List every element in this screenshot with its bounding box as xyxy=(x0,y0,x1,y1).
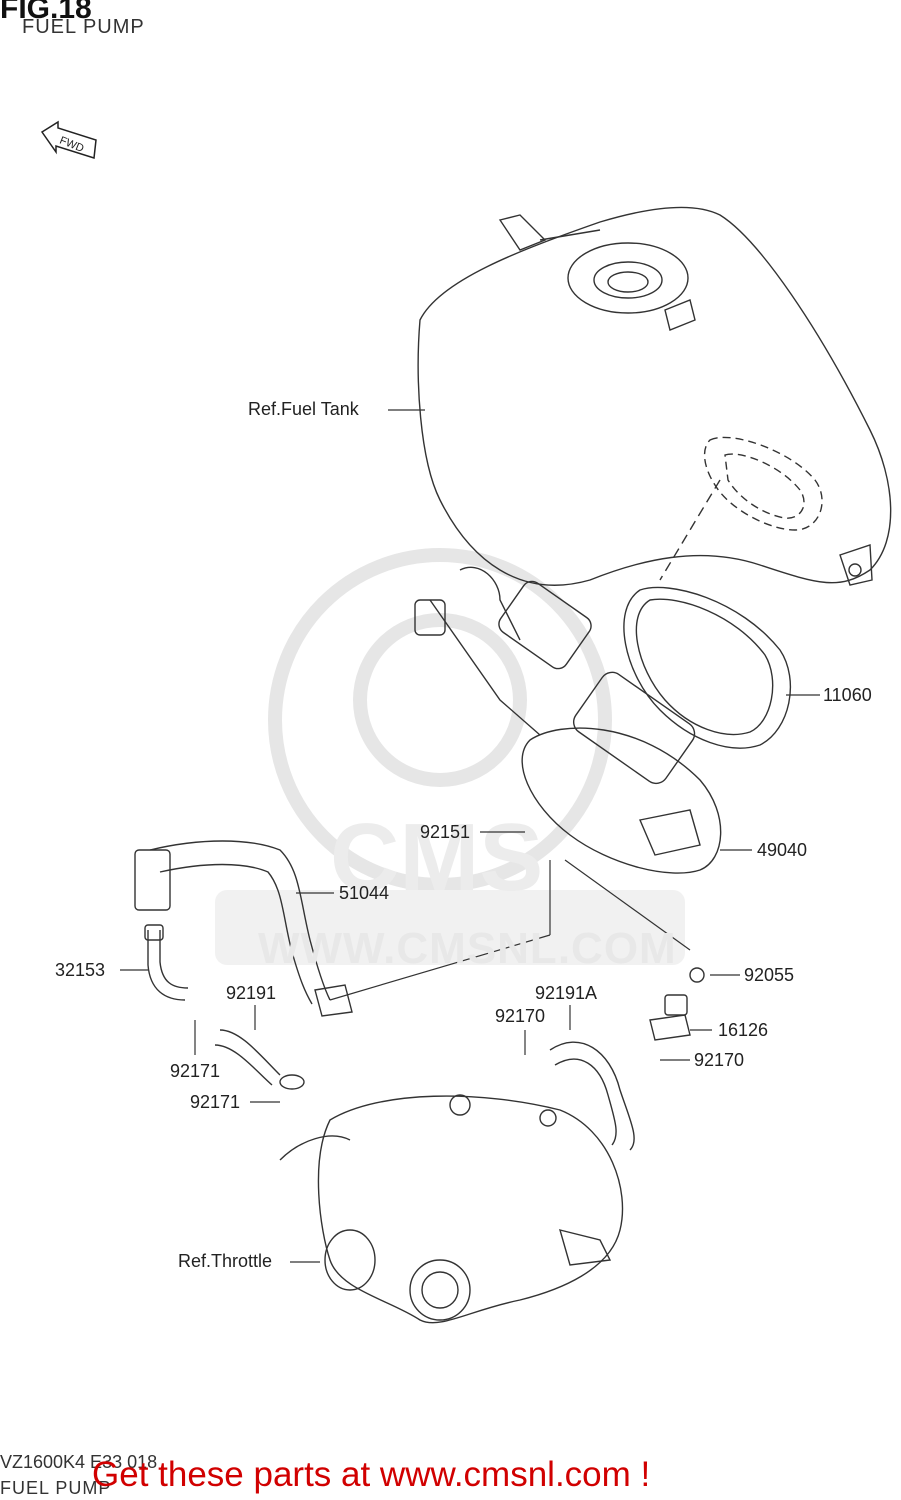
throttle-body xyxy=(279,1094,624,1324)
callout-51044[interactable]: 51044 xyxy=(339,883,390,903)
callout-leader-lines xyxy=(120,409,820,1263)
svg-text:CMS: CMS xyxy=(330,804,543,911)
callout-92170-lower[interactable]: 92170 xyxy=(694,1050,745,1070)
callout-49040[interactable]: 49040 xyxy=(757,840,808,860)
callout-ref-fuel-tank[interactable]: Ref.Fuel Tank xyxy=(248,399,359,419)
callout-92055[interactable]: 92055 xyxy=(744,965,795,985)
cmsnl-banner-link[interactable]: Get these parts at www.cmsnl.com ! xyxy=(92,1455,651,1494)
fuel-hose-51044 xyxy=(134,840,353,1017)
callout-92170-upper[interactable]: 92170 xyxy=(495,1006,546,1026)
hose-92191 xyxy=(214,1029,305,1090)
callout-32153[interactable]: 32153 xyxy=(55,960,106,980)
callout-92151[interactable]: 92151 xyxy=(420,822,471,842)
gasket-11060 xyxy=(623,586,792,749)
watermark-url: WWW.CMSNL.COM xyxy=(258,924,677,973)
pipe-32153 xyxy=(144,924,189,1001)
fwd-arrow-icon: FWD xyxy=(40,120,97,159)
figure-subtitle: FUEL PUMP xyxy=(22,16,145,38)
callout-16126[interactable]: 16126 xyxy=(718,1020,769,1040)
fuel-tank xyxy=(417,206,892,586)
callout-ref-throttle[interactable]: Ref.Throttle xyxy=(178,1251,273,1271)
callout-92171-upper[interactable]: 92171 xyxy=(170,1061,221,1081)
callout-92171-lower[interactable]: 92171 xyxy=(190,1092,241,1112)
fuel-pump-assembly-49040 xyxy=(414,566,722,874)
cmsnl-watermark-logo: CMS xyxy=(215,548,685,965)
callout-92191A[interactable]: 92191A xyxy=(535,983,598,1003)
callout-92191[interactable]: 92191 xyxy=(226,983,277,1003)
diagram-name: FUEL PUMP xyxy=(0,1478,112,1498)
hose-92191A xyxy=(549,1041,635,1151)
figure-title: FIG.18 xyxy=(0,0,92,25)
sensor-16126 xyxy=(649,967,705,1041)
callout-11060[interactable]: 11060 xyxy=(823,685,872,705)
diagram-code: VZ1600K4 E33 018 xyxy=(0,1452,158,1472)
